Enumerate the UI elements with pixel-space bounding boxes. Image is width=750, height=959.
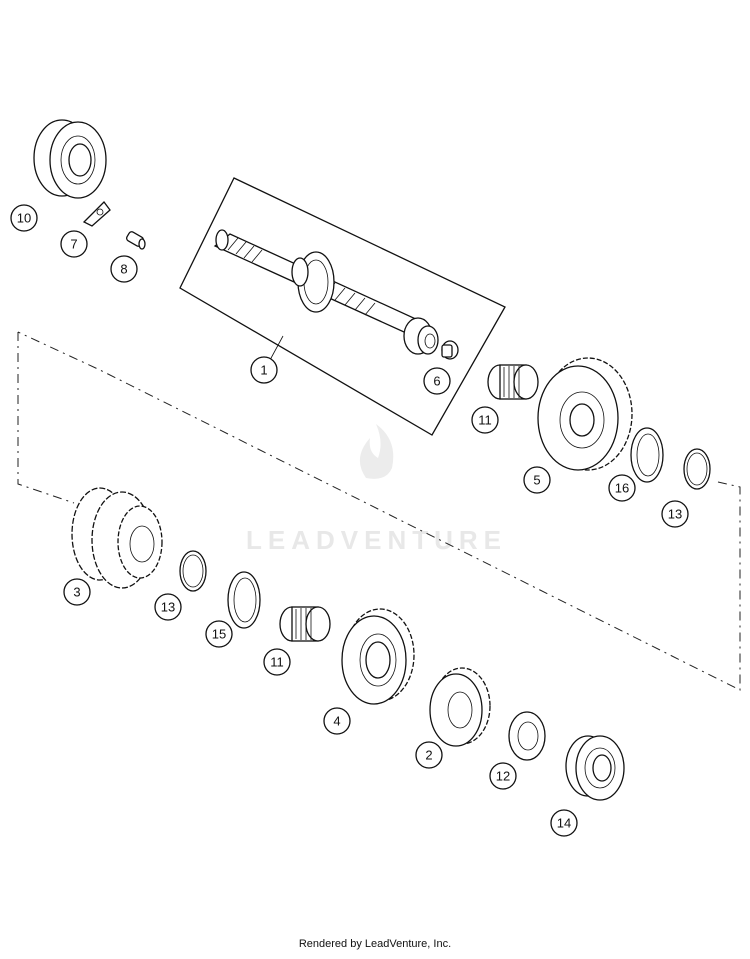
shaft-box — [179, 177, 506, 436]
svg-text:2: 2 — [425, 748, 432, 763]
svg-text:7: 7 — [70, 237, 77, 252]
watermark-flame-icon — [359, 424, 394, 479]
part-4-gear — [341, 608, 415, 705]
callout-15: 15 — [205, 620, 233, 648]
callout-6: 6 — [423, 367, 451, 395]
svg-text:11: 11 — [270, 655, 284, 670]
callout-10: 10 — [10, 204, 38, 232]
part-16-washer — [630, 427, 664, 483]
part-3-double-gear — [71, 487, 163, 589]
watermark: LEADVENTURE — [246, 424, 507, 555]
svg-text:6: 6 — [433, 374, 440, 389]
footer-credit: Rendered by LeadVenture, Inc. — [298, 938, 452, 950]
callout-2: 2 — [415, 741, 443, 769]
part-14-bearing — [565, 735, 625, 801]
main-shaft-group — [179, 177, 506, 436]
svg-text:13: 13 — [668, 507, 682, 522]
watermark-text: LEADVENTURE — [246, 525, 507, 555]
callout-7: 7 — [60, 230, 88, 258]
callout-13-upper: 13 — [661, 500, 689, 528]
part-11-needle-bearing-lower — [279, 606, 331, 642]
shaft-spline-end — [215, 229, 229, 251]
svg-text:8: 8 — [120, 262, 127, 277]
svg-text:11: 11 — [478, 413, 492, 428]
part-6-spacer — [441, 340, 459, 360]
callout-14: 14 — [550, 809, 578, 837]
svg-text:1: 1 — [260, 363, 267, 378]
part-13-circlip-lower — [179, 550, 207, 592]
svg-text:12: 12 — [496, 769, 510, 784]
svg-text:14: 14 — [557, 816, 571, 831]
svg-text:3: 3 — [73, 585, 80, 600]
part-13-circlip-upper — [683, 448, 711, 490]
callout-5: 5 — [523, 466, 551, 494]
part-12-washer — [508, 711, 546, 761]
callout-13-lower: 13 — [154, 593, 182, 621]
svg-text:16: 16 — [615, 481, 629, 496]
svg-text:4: 4 — [333, 714, 340, 729]
callout-12: 12 — [489, 762, 517, 790]
callout-11-lower: 11 — [263, 648, 291, 676]
callout-1: 1 — [250, 356, 278, 384]
assembly-guide-line — [17, 331, 741, 691]
svg-text:5: 5 — [533, 473, 540, 488]
callout-3: 3 — [63, 578, 91, 606]
part-15-washer — [227, 571, 261, 629]
callout-16: 16 — [608, 474, 636, 502]
callout-11-upper: 11 — [471, 406, 499, 434]
callout-8: 8 — [110, 255, 138, 283]
callout-4: 4 — [323, 707, 351, 735]
part-2-gear — [429, 667, 491, 747]
part-8-pin — [126, 231, 146, 250]
part-7-lock-plate — [82, 201, 111, 227]
svg-text:15: 15 — [212, 627, 226, 642]
callout-1-leader — [269, 335, 284, 361]
part-10-bearing — [33, 119, 107, 199]
part-11-needle-bearing-upper — [487, 364, 539, 400]
svg-text:10: 10 — [17, 211, 31, 226]
svg-text:13: 13 — [161, 600, 175, 615]
part-5-gear — [537, 357, 633, 471]
